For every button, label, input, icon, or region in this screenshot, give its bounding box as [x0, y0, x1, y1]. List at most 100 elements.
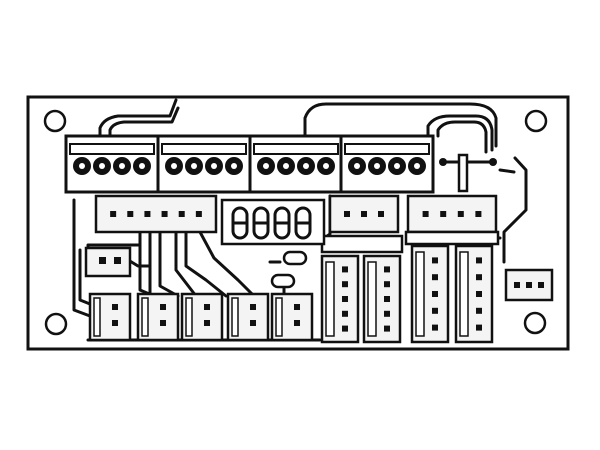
- upper-header-pin: [440, 211, 447, 217]
- lower-header-latch: [275, 297, 283, 337]
- mounting-holes: [43, 109, 548, 336]
- trace-center-4: [174, 230, 198, 298]
- terminal-screw-slot: [323, 163, 329, 169]
- vertical-connector-pin: [384, 266, 390, 273]
- terminal-screw-slot: [394, 163, 400, 169]
- vertical-connector-pin: [476, 257, 482, 264]
- upper-header-pin: [161, 211, 168, 217]
- side-connector-pad-3: [538, 282, 544, 288]
- trace-top-right-hook-inner: [436, 120, 488, 154]
- lower-header-pin: [250, 320, 256, 326]
- vertical-connector-pin: [432, 324, 438, 331]
- vertical-connector-pin: [432, 257, 438, 264]
- vertical-connector-latch: [415, 251, 425, 337]
- upper-headers: [94, 194, 500, 254]
- side-connector: [504, 268, 554, 302]
- upper-header-3: [406, 194, 498, 234]
- vertical-connector-pin: [476, 307, 482, 314]
- small-connector-pad-2: [114, 257, 121, 264]
- upper-header-pin: [361, 211, 367, 217]
- terminal-screw-slot: [354, 163, 360, 169]
- mounting-hole-top-left: [43, 109, 67, 133]
- auxiliary-pads: [439, 153, 497, 193]
- terminal-screw-slot: [191, 163, 197, 169]
- lower-header-pin: [204, 320, 210, 326]
- terminal-screw-slot: [374, 163, 380, 169]
- vertical-connector-pin: [476, 274, 482, 281]
- side-connector-pad-2: [526, 282, 532, 288]
- terminal-blocks: [64, 134, 435, 194]
- lower-header-latch: [141, 297, 149, 337]
- vertical-connector-pin: [476, 324, 482, 331]
- terminal-screw-slot: [283, 163, 289, 169]
- trace-top-right-arch: [303, 102, 498, 148]
- vertical-connector-latch: [325, 261, 335, 337]
- vertical-connector-pin: [384, 310, 390, 317]
- terminal-block-2-rail: [161, 143, 247, 155]
- vertical-connectors: [320, 244, 494, 344]
- lower-header-pin: [294, 320, 300, 326]
- vertical-connector-latch: [367, 261, 377, 337]
- vertical-connector-pin: [342, 325, 348, 332]
- lower-headers: [88, 292, 314, 342]
- mounting-hole-top-right: [524, 109, 548, 133]
- upper-header-pin: [422, 211, 429, 217]
- trace-top-left-loop-inner: [108, 106, 180, 139]
- upper-header-pin: [475, 211, 482, 217]
- vertical-connector-pin: [342, 296, 348, 302]
- mounting-hole-bottom-left: [44, 312, 68, 336]
- lower-header-pin: [112, 304, 118, 310]
- header-strip-right: [404, 230, 500, 246]
- terminal-block-4-rail: [344, 143, 430, 155]
- trace-left-vertical-2: [78, 248, 92, 306]
- header-strip-left: [320, 234, 404, 254]
- upper-header-pin: [378, 211, 384, 217]
- terminal-screw-slot: [99, 163, 105, 169]
- lower-header-latch: [93, 297, 101, 337]
- vertical-connector-pin: [384, 281, 390, 288]
- upper-header-pin: [195, 211, 202, 217]
- vertical-connector-pin: [342, 266, 348, 273]
- resistor-pads: [270, 250, 308, 289]
- lower-header-pin: [112, 320, 118, 326]
- vertical-connector-pin: [476, 291, 482, 297]
- mounting-hole-bottom-right: [523, 311, 547, 335]
- terminal-screw-slot: [211, 163, 217, 169]
- terminal-screw-slot: [79, 163, 85, 169]
- small-2pin-connector: [84, 246, 132, 278]
- upper-header-pin: [178, 211, 185, 217]
- vertical-connector-pin: [342, 310, 348, 317]
- terminal-block-1-rail: [69, 143, 155, 155]
- upper-header-pin: [457, 211, 464, 217]
- vertical-connector-pin: [342, 281, 348, 288]
- lower-header-latch: [185, 297, 193, 337]
- small-connector-body: [84, 246, 132, 278]
- resistor-pad-upper: [282, 250, 308, 266]
- small-connector-pad-1: [99, 257, 106, 264]
- upper-header-pin: [127, 211, 134, 217]
- trace-top-right-hook: [426, 114, 494, 152]
- upper-header-pin: [144, 211, 151, 217]
- trace-right-side: [502, 156, 528, 264]
- terminal-screw-slot: [231, 163, 237, 169]
- vertical-connector-pin: [384, 325, 390, 332]
- terminal-screw-slot: [171, 163, 177, 169]
- terminal-screw-slot: [263, 163, 269, 169]
- trace-right-side-2: [498, 168, 516, 174]
- terminal-block-3-rail: [253, 143, 339, 155]
- aux-jumper: [457, 153, 469, 193]
- terminal-screw-slot: [139, 163, 145, 169]
- pad-pairs: [220, 198, 326, 246]
- upper-header-2: [328, 194, 400, 234]
- terminal-screw-slot: [414, 163, 420, 169]
- vertical-connector-pin: [432, 274, 438, 281]
- vertical-connector-latch: [459, 251, 469, 337]
- terminal-screw-slot: [119, 163, 125, 169]
- lower-header-pin: [160, 320, 166, 326]
- lower-header-pin: [294, 304, 300, 310]
- vertical-connector-pin: [432, 291, 438, 297]
- trace-top-left-loop: [98, 98, 178, 139]
- lower-header-pin: [250, 304, 256, 310]
